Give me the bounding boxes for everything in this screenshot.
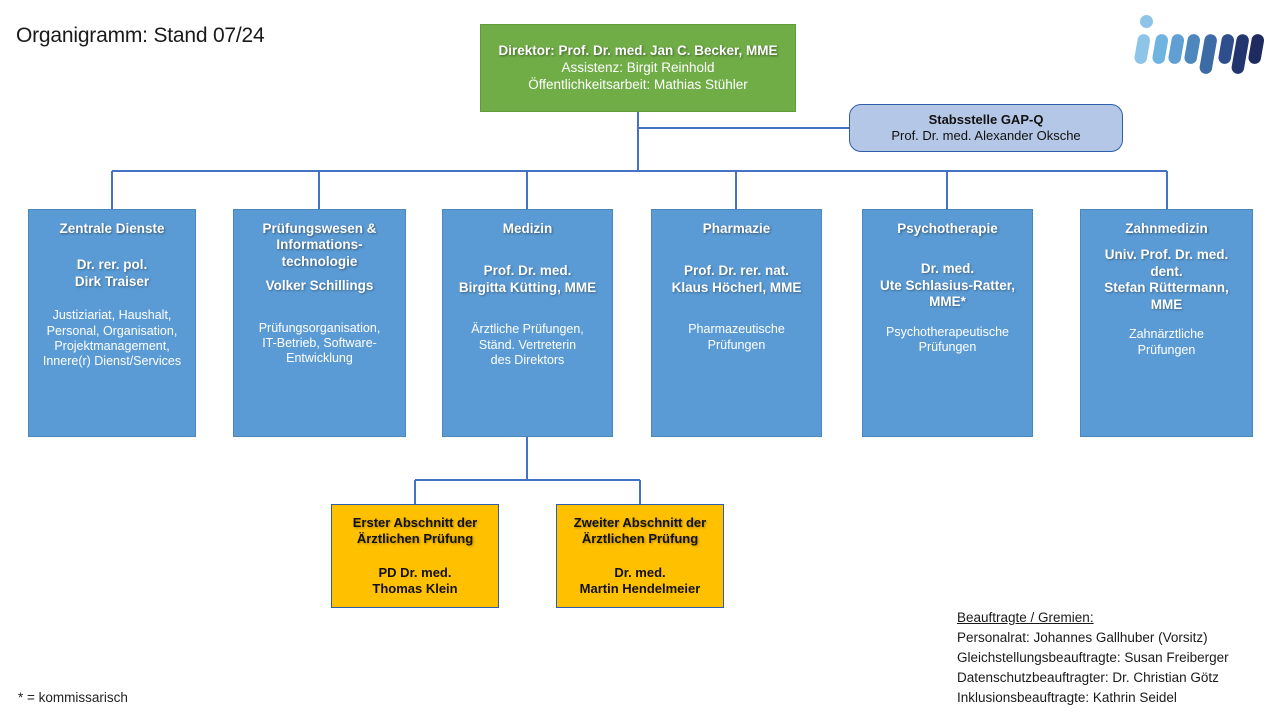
direktor-public-relations: Öffentlichkeitsarbeit: Mathias Stühler <box>528 76 748 92</box>
exam-section-person: Dr. med. Martin Hendelmeier <box>579 565 701 596</box>
department-description: Psychotherapeutische Prüfungen <box>886 324 1009 355</box>
impp-logo <box>1124 12 1266 74</box>
direktor-title: Direktor: Prof. Dr. med. Jan C. Becker, … <box>498 42 778 58</box>
department-person: Dr. rer. pol. Dirk Traiser <box>74 257 150 289</box>
exam-section-person: PD Dr. med. Thomas Klein <box>372 565 458 596</box>
page-title: Organigramm: Stand 07/24 <box>16 24 265 47</box>
department-person: Volker Schillings <box>265 278 374 294</box>
department-person: Prof. Dr. rer. nat. Klaus Höcherl, MME <box>671 263 802 295</box>
committee-entry: Gleichstellungsbeauftragte: Susan Freibe… <box>957 649 1229 665</box>
committee-entry: Datenschutzbeauftragter: Dr. Christian G… <box>957 669 1219 685</box>
node-department-pruefungswesen-it[interactable]: Prüfungswesen & Informations- technologi… <box>233 209 406 437</box>
department-title: Psychotherapie <box>897 221 998 236</box>
direktor-assistant: Assistenz: Birgit Reinhold <box>561 60 715 76</box>
committee-entry: Personalrat: Johannes Gallhuber (Vorsitz… <box>957 629 1208 645</box>
department-title: Prüfungswesen & Informations- technologi… <box>262 221 377 269</box>
node-department-zentrale-dienste[interactable]: Zentrale Dienste Dr. rer. pol. Dirk Trai… <box>28 209 196 437</box>
node-department-medizin[interactable]: Medizin Prof. Dr. med. Birgitta Kütting,… <box>442 209 613 437</box>
department-description: Pharmazeutische Prüfungen <box>688 322 785 352</box>
node-stabsstelle-gap-q[interactable]: Stabsstelle GAP-Q Prof. Dr. med. Alexand… <box>849 104 1123 152</box>
committees-block: Beauftragte / Gremien: Personalrat: Joha… <box>957 608 1229 708</box>
node-department-psychotherapie[interactable]: Psychotherapie Dr. med. Ute Schlasius-Ra… <box>862 209 1033 437</box>
stabsstelle-title: Stabsstelle GAP-Q <box>928 112 1044 128</box>
department-description: Prüfungsorganisation, IT-Betrieb, Softwa… <box>258 320 381 366</box>
department-description: Justiziariat, Haushalt, Personal, Organi… <box>42 308 182 369</box>
node-department-zahnmedizin[interactable]: Zahnmedizin Univ. Prof. Dr. med. dent. S… <box>1080 209 1253 437</box>
exam-section-title: Zweiter Abschnitt der Ärztlichen Prüfung <box>573 515 707 547</box>
department-title: Zentrale Dienste <box>59 221 165 236</box>
department-person: Prof. Dr. med. Birgitta Kütting, MME <box>458 263 597 295</box>
committees-heading: Beauftragte / Gremien: <box>957 610 1094 625</box>
exam-section-title: Erster Abschnitt der Ärztlichen Prüfung <box>352 515 478 547</box>
node-exam-section-erster-abschnitt[interactable]: Erster Abschnitt der Ärztlichen Prüfung … <box>331 504 499 608</box>
node-exam-section-zweiter-abschnitt[interactable]: Zweiter Abschnitt der Ärztlichen Prüfung… <box>556 504 724 608</box>
stabsstelle-person: Prof. Dr. med. Alexander Oksche <box>891 128 1081 143</box>
department-title: Medizin <box>502 221 553 236</box>
node-direktor[interactable]: Direktor: Prof. Dr. med. Jan C. Becker, … <box>480 24 796 112</box>
department-title: Pharmazie <box>702 221 771 236</box>
department-title: Zahnmedizin <box>1125 221 1208 236</box>
department-person: Univ. Prof. Dr. med. dent. Stefan Rütter… <box>1104 247 1229 312</box>
department-description: Ärztliche Prüfungen, Ständ. Vertreterin … <box>471 322 584 367</box>
department-description: Zahnärztliche Prüfungen <box>1128 327 1205 357</box>
node-department-pharmazie[interactable]: Pharmazie Prof. Dr. rer. nat. Klaus Höch… <box>651 209 822 437</box>
department-person: Dr. med. Ute Schlasius-Ratter, MME* <box>879 261 1016 310</box>
committee-entry: Inklusionsbeauftragte: Kathrin Seidel <box>957 689 1177 705</box>
footnote-kommissarisch: * = kommissarisch <box>18 690 128 705</box>
impp-logo-icon <box>1134 15 1265 74</box>
